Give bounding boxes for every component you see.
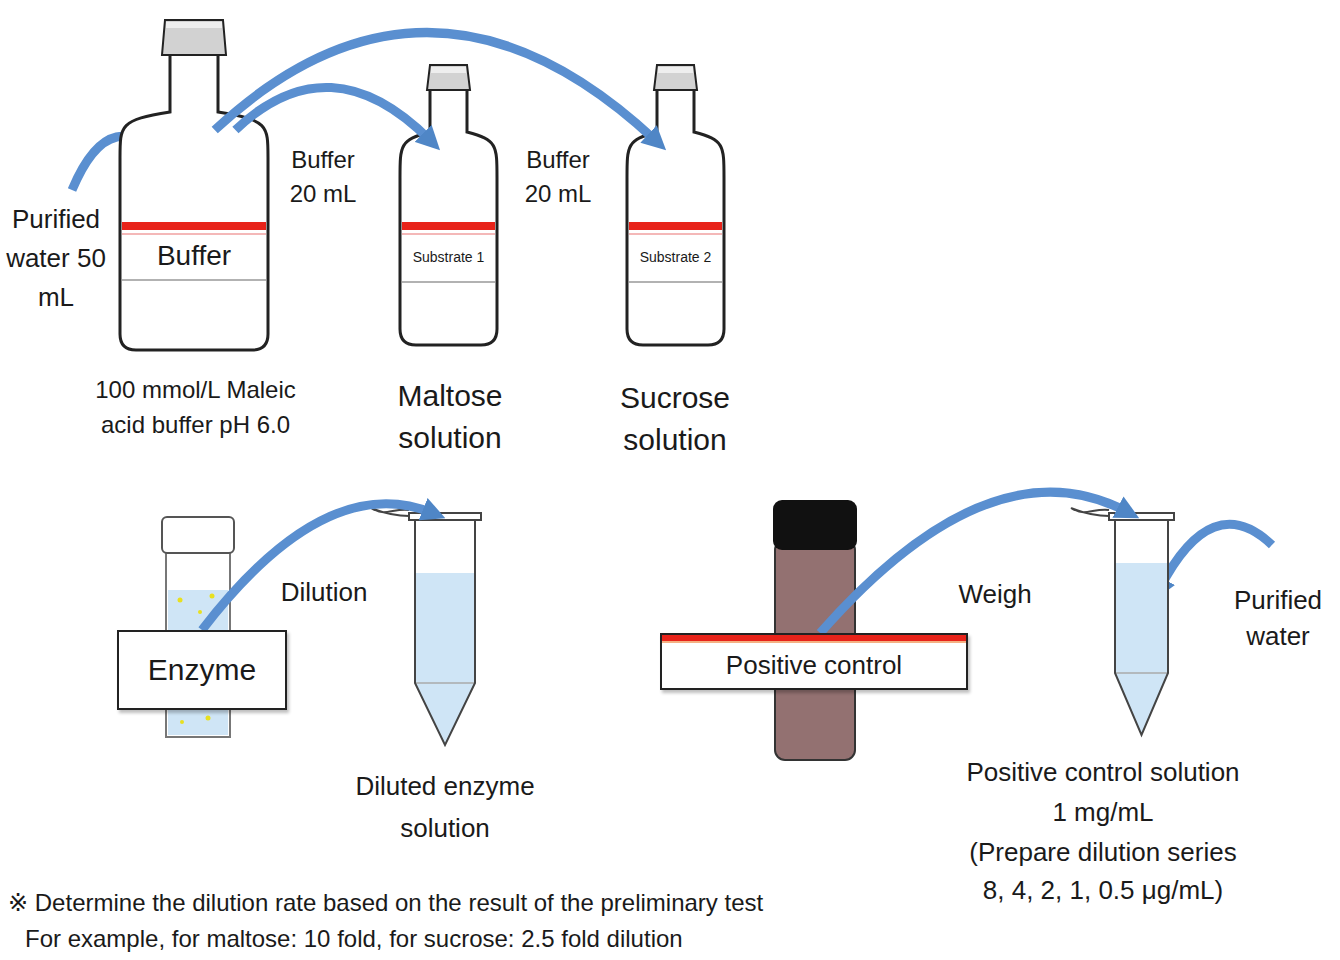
text-slot: Sucrose solution [600, 377, 750, 461]
text-slot: Buffer 20 mL [278, 143, 368, 210]
label-stripe [662, 635, 966, 643]
text-slot: Weigh [945, 578, 1045, 611]
substrate-bottle: Substrate 2Sucrose solution [627, 150, 724, 345]
free-label: ※ Determine the dilution rate based on t… [8, 888, 1158, 918]
water-arrow [1160, 524, 1272, 588]
text-slot: (Prepare dilution series 8, 4, 2, 1, 0.5… [964, 834, 1242, 909]
text-slot: Purified water [1222, 582, 1334, 655]
text-slot: 100 mmol/L Maleic acid buffer pH 6.0 [88, 373, 303, 443]
flow-arrow [820, 492, 1126, 633]
tube: Positive control solution1 mg/mL(Prepare… [1115, 518, 1168, 735]
node-text: Enzyme [148, 651, 256, 689]
node-text: Positive control [726, 649, 902, 682]
free-label: Purified water 50 mL [3, 200, 109, 317]
text-slot: Purified water 50 mL [3, 200, 109, 317]
node-text: 100 mmol/L Maleic acid buffer pH 6.0 [88, 373, 303, 443]
text-slot: Enzyme [119, 632, 285, 708]
enzyme-label: Enzyme [117, 630, 287, 710]
node-text: Diluted enzyme solution [335, 766, 555, 849]
free-label: Purified water [1222, 582, 1334, 655]
control-label: Positive control [660, 633, 968, 690]
control-vial [773, 500, 857, 760]
substrate-bottle: Substrate 1Maltose solution [400, 150, 497, 345]
text-slot: Buffer [120, 230, 268, 280]
node-text: Positive control solution [933, 756, 1273, 789]
text-slot: ※ Determine the dilution rate based on t… [8, 888, 1158, 918]
node-text: Substrate 1 [413, 249, 485, 267]
edge-label: Buffer 20 mL [513, 143, 603, 210]
text-slot: Buffer 20 mL [513, 143, 603, 210]
substrate-bottle-outline [627, 150, 724, 345]
node-text: (Prepare dilution series 8, 4, 2, 1, 0.5… [964, 834, 1242, 909]
tube-outline [415, 518, 475, 745]
text-slot: Dilution [262, 576, 386, 609]
text-slot: Substrate 1 [400, 234, 497, 282]
text-slot: Substrate 2 [627, 234, 724, 282]
tube-outline [1115, 518, 1168, 735]
text-slot: Diluted enzyme solution [335, 766, 555, 849]
text-slot: Maltose solution [375, 375, 525, 459]
text-slot: For example, for maltose: 10 fold, for s… [25, 924, 1125, 954]
tube: Diluted enzyme solution [415, 518, 475, 745]
text-slot: Positive control solution [933, 756, 1273, 789]
node-text: 1 mg/mL [933, 796, 1273, 829]
node-text: Maltose solution [375, 375, 525, 459]
node-text: Buffer [157, 238, 231, 273]
node-text: Sucrose solution [600, 377, 750, 461]
substrate-bottle-outline [400, 150, 497, 345]
flow-arrow [202, 504, 432, 630]
edge-label: Buffer 20 mL [278, 143, 368, 210]
text-slot: Positive control [662, 643, 966, 688]
free-label: For example, for maltose: 10 fold, for s… [25, 924, 1125, 954]
buffer-bottle: Buffer100 mmol/L Maleic acid buffer pH 6… [120, 130, 268, 350]
edge-label: Weigh [945, 578, 1045, 611]
node-text: Substrate 2 [640, 249, 712, 267]
edge-label: Dilution [262, 576, 386, 609]
text-slot: 1 mg/mL [933, 796, 1273, 829]
